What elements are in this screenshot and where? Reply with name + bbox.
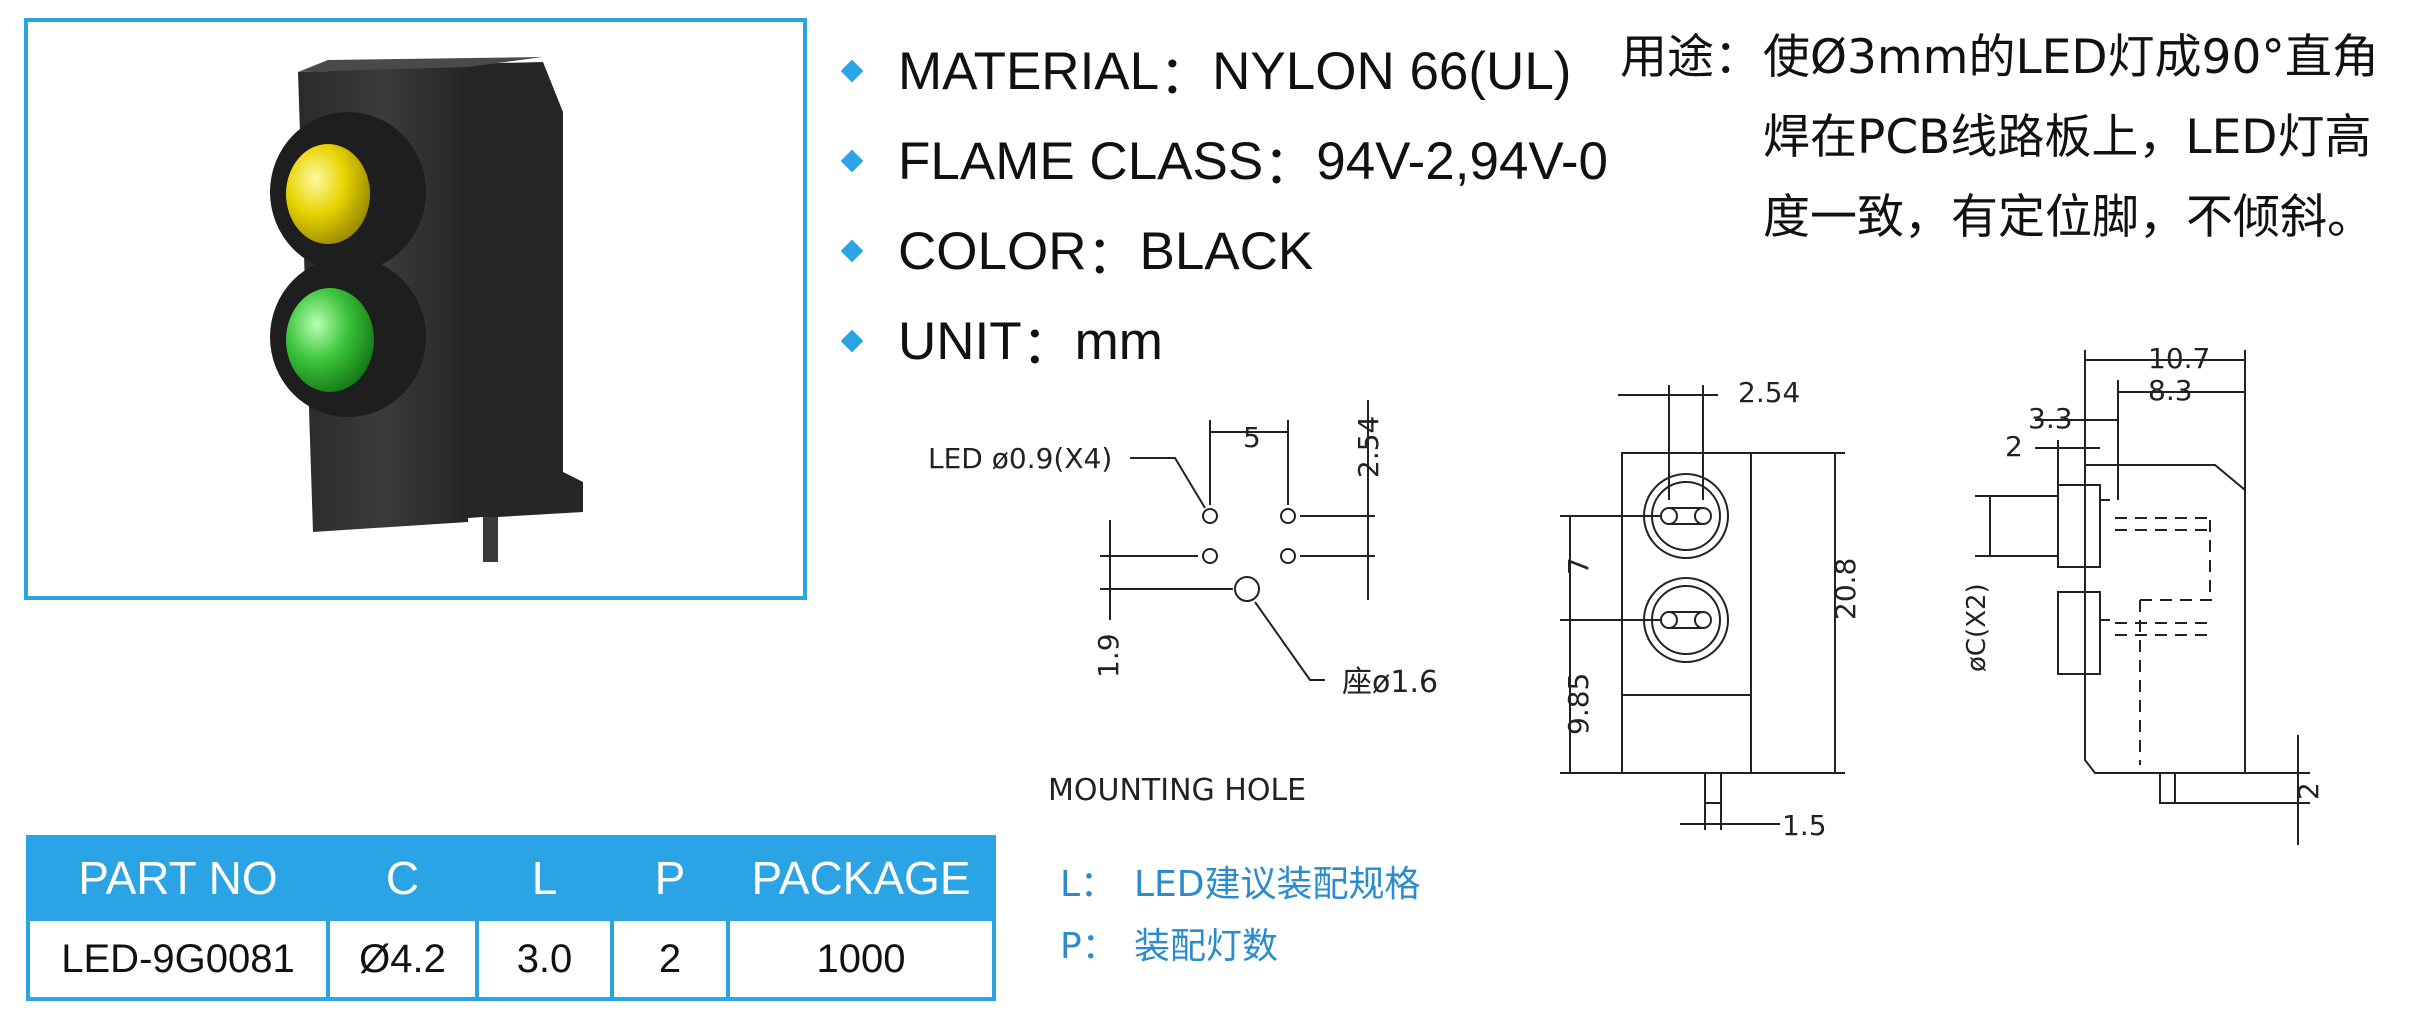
dim-1-9: 1.9 <box>1092 633 1125 678</box>
dim-5: 5 <box>1243 421 1261 454</box>
dim-c: øC(X2) <box>1962 583 1992 672</box>
dim-10-7: 10.7 <box>2148 342 2210 375</box>
table-row: LED-9G0081 Ø4.2 3.0 2 1000 <box>26 917 996 1001</box>
dim-7: 7 <box>1562 557 1595 575</box>
usage-description: 用途： 使Ø3mm的LED灯成90°直角焊在PCB线路板上，LED灯高度一致，有… <box>1620 18 2410 258</box>
legend-item: L： LED建议装配规格 <box>1060 864 1421 905</box>
seat-hole-label: 座ø1.6 <box>1342 665 1438 700</box>
table-header-row: PART NO C L P PACKAGE <box>26 835 996 921</box>
cell-p: 2 <box>610 917 730 1001</box>
dim-9-85: 9.85 <box>1562 673 1595 735</box>
usage-label: 用途： <box>1620 30 1761 85</box>
usage-text: 使Ø3mm的LED灯成90°直角焊在PCB线路板上，LED灯高度一致，有定位脚，… <box>1763 30 2379 245</box>
spec-list: MATERIAL ： NYLON 66(UL) FLAME CLASS ： 94… <box>838 26 1638 386</box>
led-hole-label: LED ø0.9(X4) <box>928 442 1112 475</box>
col-c: C <box>326 835 479 921</box>
front-view-drawing <box>1560 385 1845 830</box>
legend-item: P： 装配灯数 <box>1060 926 1279 967</box>
yellow-led <box>286 144 370 244</box>
dim-2-54-front: 2.54 <box>1738 376 1800 409</box>
mounting-hole-drawing <box>1100 400 1375 681</box>
dim-2-top: 2 <box>2005 430 2023 463</box>
cell-part-no: LED-9G0081 <box>26 917 330 1001</box>
spec-unit: UNIT ： mm <box>838 296 1638 386</box>
col-part-no: PART NO <box>26 835 330 921</box>
cell-package: 1000 <box>726 917 996 1001</box>
spec-material: MATERIAL ： NYLON 66(UL) <box>838 26 1638 116</box>
side-view-drawing <box>1975 350 2310 845</box>
product-photo <box>24 18 807 600</box>
dim-1-5: 1.5 <box>1782 809 1827 842</box>
cell-l: 3.0 <box>475 917 614 1001</box>
dim-2-54-mounting: 2.54 <box>1352 416 1385 478</box>
spec-flame-class: FLAME CLASS ： 94V-2,94V-0 <box>838 116 1638 206</box>
dim-3-3: 3.3 <box>2028 402 2073 435</box>
part-table: PART NO C L P PACKAGE LED-9G0081 Ø4.2 3.… <box>26 835 996 1001</box>
dim-20-8: 20.8 <box>1829 558 1862 620</box>
green-led <box>286 288 374 392</box>
dim-2-bottom: 2 <box>2292 782 2325 800</box>
dim-8-3: 8.3 <box>2148 374 2193 407</box>
spec-color: COLOR ： BLACK <box>838 206 1638 296</box>
mounting-hole-title: MOUNTING HOLE <box>1048 773 1306 808</box>
cell-c: Ø4.2 <box>326 917 479 1001</box>
col-package: PACKAGE <box>726 835 996 921</box>
legend: L： LED建议装配规格 P： 装配灯数 <box>1060 855 1421 979</box>
col-p: P <box>610 835 730 921</box>
led-holder-illustration <box>270 57 583 562</box>
col-l: L <box>475 835 614 921</box>
